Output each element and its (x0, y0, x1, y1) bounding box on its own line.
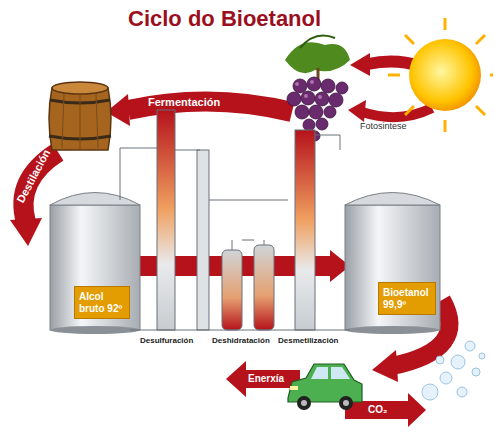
label-plaque: Alcol bruto 92º (74, 286, 130, 319)
label-plaque: Bioetanol 99,9º (378, 282, 436, 315)
diagram-title: Ciclo do Bioetanol (128, 6, 321, 32)
cycle-label: Enerxía (248, 373, 284, 384)
cycle-label: Desulfuración (140, 337, 193, 346)
cycle-label: Deshidratación (212, 337, 270, 346)
plaque-text: Bioetanol 99,9º (383, 287, 431, 310)
cycle-label: CO₂ (368, 404, 387, 415)
cycle-label: Fotosintese (360, 122, 407, 132)
plaque-text: Alcol bruto 92º (79, 291, 125, 314)
cycle-label: Fermentación (148, 96, 220, 108)
cycle-label: Desmetilización (278, 337, 338, 346)
